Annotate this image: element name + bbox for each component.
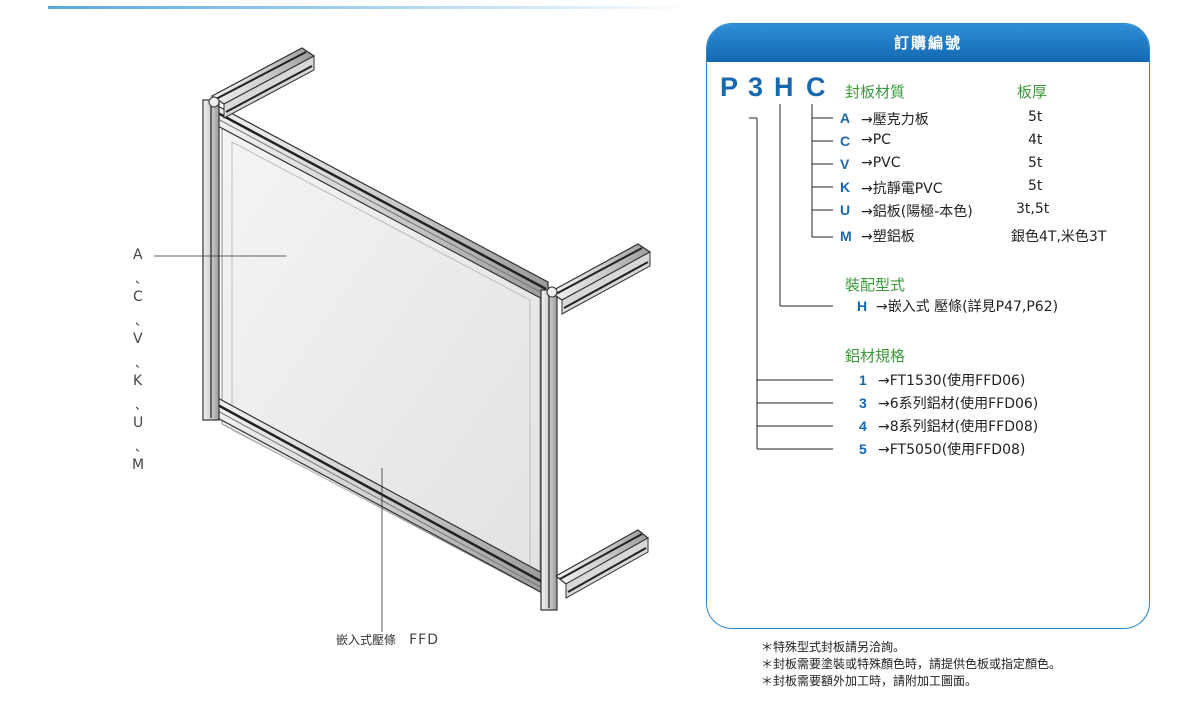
material-desc-c: →PC	[861, 132, 891, 148]
material-thickness-m: 銀色4T,米色3T	[1011, 229, 1107, 245]
material-thickness-k: 5t	[1028, 178, 1043, 194]
option-letter-c: C	[133, 289, 143, 305]
material-desc-m: →塑鋁板	[861, 229, 915, 245]
material-thickness-c: 4t	[1028, 132, 1043, 148]
option-letter-v: V	[133, 331, 143, 347]
option-letter-m: M	[132, 457, 145, 473]
profile-desc-4: →8系列鋁材(使用FFD08)	[878, 419, 1039, 435]
separator-5: 、	[135, 440, 148, 454]
material-thickness-a: 5t	[1028, 109, 1043, 125]
code-char-profile: 3	[748, 72, 764, 102]
material-code-v: V	[840, 156, 850, 172]
material-code-u: U	[840, 202, 851, 218]
code-char-series: P	[720, 72, 739, 102]
material-desc-v: →PVC	[861, 155, 901, 171]
profile-code-3: 3	[859, 395, 867, 411]
material-desc-a: →壓克力板	[861, 112, 929, 128]
separator-4: 、	[135, 398, 148, 412]
note-coating-color: ＊封板需要塗裝或特殊顏色時，請提供色板或指定顏色。	[761, 657, 1062, 671]
material-desc-u: →鋁板(陽極-本色)	[861, 204, 973, 220]
top-accent-rule	[48, 6, 698, 9]
separator-3: 、	[135, 356, 148, 370]
assembly-section-label: 裝配型式	[845, 276, 906, 294]
profile-desc-5: →FT5050(使用FFD08)	[878, 442, 1026, 458]
material-code-a: A	[840, 110, 851, 126]
separator-1: 、	[135, 272, 148, 286]
frame-illustration	[154, 47, 652, 632]
profile-code-5: 5	[859, 441, 867, 457]
strip-caption: 嵌入式壓條 FFD	[336, 629, 439, 648]
material-code-c: C	[840, 133, 851, 149]
option-letter-a: A	[133, 247, 143, 263]
separator-2: 、	[135, 314, 148, 328]
material-code-k: K	[840, 179, 851, 195]
footnotes: ＊特殊型式封板請另洽詢。 ＊封板需要塗裝或特殊顏色時，請提供色板或指定顏色。 ＊…	[761, 639, 1061, 690]
profile-desc-1: →FT1530(使用FFD06)	[878, 373, 1026, 389]
code-char-material: C	[806, 72, 826, 102]
strip-caption-code: FFD	[409, 632, 439, 648]
strip-caption-name: 嵌入式壓條	[336, 633, 397, 647]
assembly-code-h: H	[857, 298, 868, 314]
profile-code-4: 4	[859, 418, 867, 434]
profile-code-1: 1	[859, 372, 867, 388]
material-thickness-v: 5t	[1028, 155, 1043, 171]
note-extra-processing: ＊封板需要額外加工時，請附加工圖面。	[761, 674, 978, 688]
thickness-column-label: 板厚	[1017, 83, 1048, 101]
assembly-desc-h: →嵌入式 壓條(詳見P47,P62)	[876, 299, 1059, 315]
profile-section-label: 鋁材規格	[845, 347, 906, 365]
option-letter-k: K	[133, 373, 143, 389]
note-special-type: ＊特殊型式封板請另洽詢。	[761, 640, 906, 654]
material-code-m: M	[840, 228, 852, 244]
panel-title: 訂購編號	[707, 24, 1149, 62]
material-desc-k: →抗靜電PVC	[861, 181, 943, 197]
code-char-assembly: H	[774, 72, 794, 102]
profile-desc-3: →6系列鋁材(使用FFD06)	[878, 396, 1039, 412]
material-thickness-u: 3t,5t	[1016, 201, 1050, 217]
material-section-label: 封板材質	[845, 83, 906, 101]
option-letter-u: U	[133, 415, 144, 431]
